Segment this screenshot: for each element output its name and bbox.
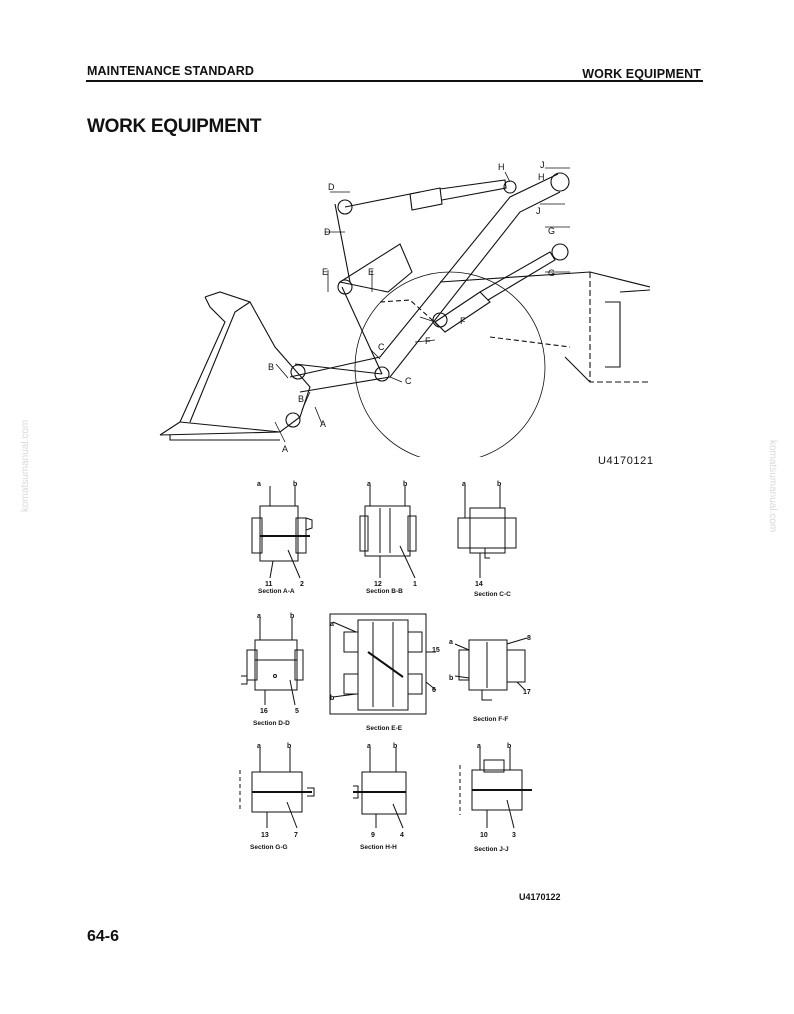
section-j-j: a b 10 3 Section J-J: [452, 740, 542, 853]
label-C-1: C: [378, 342, 385, 352]
callout: b: [287, 743, 291, 750]
callout: 9: [371, 832, 375, 839]
label-E-2: E: [368, 267, 374, 277]
callout: b: [507, 743, 511, 750]
section-d-d: a b 16 5 Section D-D: [235, 610, 315, 727]
label-D-1: D: [328, 182, 335, 192]
watermark-left: komatsumanual.com: [20, 419, 31, 512]
callout: a: [257, 613, 261, 620]
callout: 17: [523, 689, 531, 696]
callout: b: [449, 675, 453, 682]
section-b-b: a b 12 1 Section B-B: [350, 478, 430, 595]
callout: 12: [374, 581, 382, 588]
callout: b: [497, 481, 501, 488]
section-caption: Section H-H: [360, 844, 397, 851]
callout: b: [290, 613, 294, 620]
callout: a: [449, 639, 453, 646]
section-caption: Section C-C: [474, 591, 511, 598]
section-c-c: a b 14 Section C-C: [450, 478, 530, 598]
label-C-2: C: [405, 376, 412, 386]
work-equipment-drawing: A A B B C C D D E E F F G G H H J J: [159, 160, 650, 457]
section-caption: Section J-J: [474, 846, 509, 853]
callout: a: [330, 621, 334, 628]
callout: 6: [432, 687, 436, 694]
callout: a: [477, 743, 481, 750]
callout: 7: [294, 832, 298, 839]
header-rule: [86, 80, 703, 82]
callout: b: [403, 481, 407, 488]
callout: 4: [400, 832, 404, 839]
label-D-2: D: [324, 227, 331, 237]
callout: 16: [260, 708, 268, 715]
callout: 15: [432, 647, 440, 654]
section-caption: Section D-D: [253, 720, 290, 727]
watermark-right: komatsumanual.com: [767, 440, 778, 533]
figure-code-main: U4170121: [598, 455, 654, 467]
section-caption: Section E-E: [366, 725, 403, 732]
label-F-2: F: [425, 336, 431, 346]
section-caption: Section F-F: [473, 716, 509, 723]
callout: b: [393, 743, 397, 750]
label-G-1: G: [548, 226, 555, 236]
label-A-2: A: [320, 419, 326, 429]
label-A-1: A: [282, 444, 288, 454]
callout: a: [367, 481, 371, 488]
section-caption: Section A-A: [258, 588, 295, 595]
section-caption: Section B-B: [366, 588, 403, 595]
page-title: WORK EQUIPMENT: [87, 116, 262, 137]
section-g-g: a b 13 7 Section G-G: [232, 740, 322, 851]
callout: a: [462, 481, 466, 488]
section-h-h: a b 9 4 Section H-H: [348, 740, 428, 851]
label-H-1: H: [498, 162, 505, 172]
callout: 5: [295, 708, 299, 715]
page-number: 64-6: [87, 928, 120, 945]
label-F-1: F: [460, 316, 466, 326]
section-caption: Section G-G: [250, 844, 288, 851]
section-e-e: a b 15 6 Section E-E: [328, 612, 446, 732]
callout: 14: [475, 581, 483, 588]
callout: 2: [300, 581, 304, 588]
callout: 1: [413, 581, 417, 588]
header-right: WORK EQUIPMENT: [582, 67, 701, 81]
callout: 8: [527, 635, 531, 642]
label-H-2: H: [538, 172, 545, 182]
figure-code-sections: U4170122: [519, 892, 561, 902]
section-f-f: a b 8 17 Section F-F: [447, 630, 537, 723]
callout: a: [257, 481, 261, 488]
label-B-1: B: [268, 362, 274, 372]
label-J-1: J: [540, 160, 545, 170]
callout: 13: [261, 832, 269, 839]
label-B-2: B: [298, 394, 304, 404]
callout: b: [293, 481, 297, 488]
callout: 11: [265, 581, 273, 588]
callout: 10: [480, 832, 488, 839]
section-a-a: a b 11 2 Section A-A: [240, 478, 320, 595]
label-J-2: J: [536, 206, 541, 216]
callout: 3: [512, 832, 516, 839]
callout: b: [330, 695, 334, 702]
header-left: MAINTENANCE STANDARD: [87, 64, 255, 78]
callout: a: [367, 743, 371, 750]
label-G-2: G: [548, 268, 555, 278]
callout: a: [257, 743, 261, 750]
label-E-1: E: [322, 267, 328, 277]
